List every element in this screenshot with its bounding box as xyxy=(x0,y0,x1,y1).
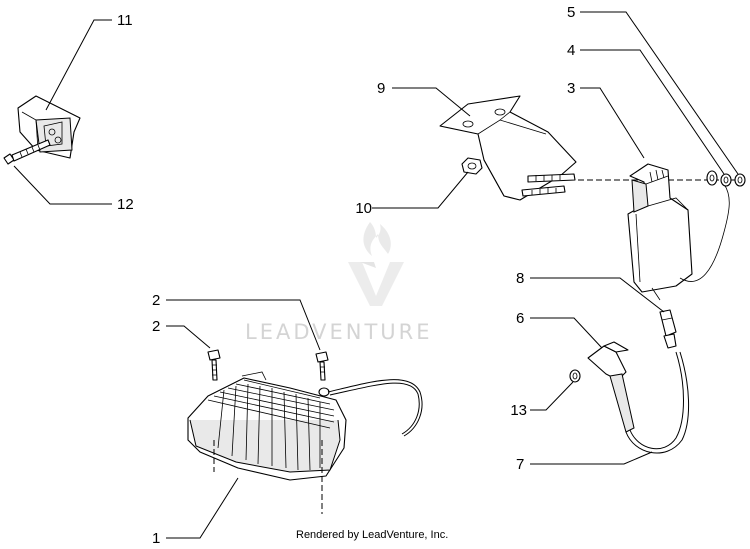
callout-9: 9 xyxy=(377,80,385,97)
callout-7: 7 xyxy=(516,456,524,473)
part-13-washer-drawing xyxy=(569,369,581,383)
leadventure-logo-watermark xyxy=(348,222,404,306)
part-4-washer-drawing xyxy=(720,173,732,187)
part-5-nut-drawing xyxy=(734,173,746,187)
callout-5: 5 xyxy=(567,4,575,21)
callout-11: 11 xyxy=(117,12,133,29)
callout-13: 13 xyxy=(510,402,527,419)
callout-12: 12 xyxy=(117,196,134,213)
callout-1: 1 xyxy=(152,530,160,547)
leader-lines xyxy=(13,11,739,539)
part-12-screw-drawing xyxy=(3,139,51,165)
callout-2-upper: 2 xyxy=(152,292,160,309)
footer-caption: Rendered by LeadVenture, Inc. xyxy=(296,529,448,541)
callout-4: 4 xyxy=(567,42,575,59)
part-10-nut-drawing xyxy=(461,157,483,175)
ring-terminal-drawing xyxy=(706,170,718,186)
watermark-text: LEADVENTURE xyxy=(245,320,433,344)
regulator-screws-drawing xyxy=(207,349,329,381)
part-7-hightension-wire-drawing xyxy=(625,351,689,454)
mounting-screws-drawing xyxy=(521,173,576,197)
part-9-mounting-plate-drawing xyxy=(439,95,577,201)
callout-8: 8 xyxy=(516,270,524,287)
part-6-plug-cap-drawing xyxy=(587,341,635,433)
callout-10: 10 xyxy=(355,200,372,217)
callout-3: 3 xyxy=(567,80,575,97)
part-1-voltage-regulator-drawing xyxy=(187,371,347,481)
part-3-electronic-unit-drawing xyxy=(627,163,730,301)
part-8-connector-drawing xyxy=(659,309,677,349)
callout-2-lower: 2 xyxy=(152,318,160,335)
callout-6: 6 xyxy=(516,310,524,327)
regulator-ground-wire-drawing xyxy=(318,379,423,437)
